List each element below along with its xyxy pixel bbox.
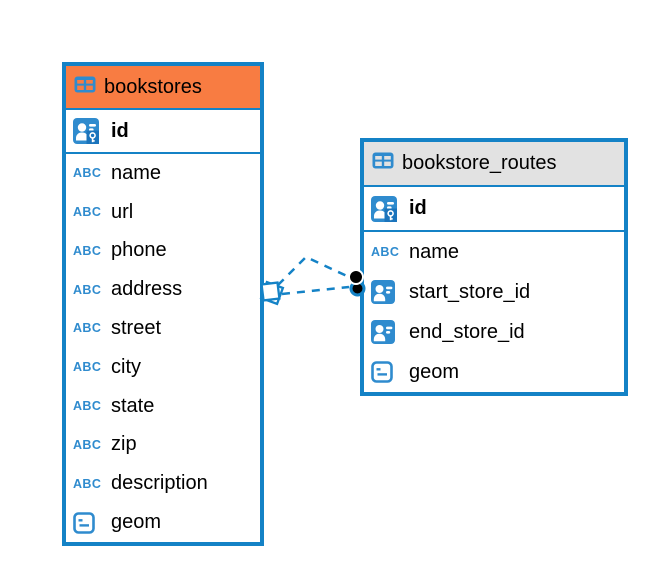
text-type-icon: ABC bbox=[73, 243, 102, 258]
column-label: description bbox=[111, 472, 208, 495]
table-row[interactable]: geom bbox=[364, 352, 624, 392]
table-row[interactable]: ABC street bbox=[66, 309, 260, 348]
reference-column-icon bbox=[371, 280, 401, 304]
text-type-icon: ABC bbox=[73, 166, 102, 181]
column-label: id bbox=[111, 119, 129, 142]
column-label: address bbox=[111, 278, 183, 301]
table-row[interactable]: ABC zip bbox=[66, 425, 260, 465]
table-row[interactable]: geom bbox=[66, 503, 260, 542]
column-label: name bbox=[409, 240, 460, 263]
table-row[interactable]: start_store_id bbox=[364, 272, 624, 312]
geometry-type-icon bbox=[73, 511, 103, 534]
table-row[interactable]: end_store_id bbox=[364, 312, 624, 352]
table-row[interactable]: ABC name bbox=[364, 232, 624, 272]
column-label: geom bbox=[409, 360, 460, 383]
reference-column-icon bbox=[371, 320, 401, 344]
table-row[interactable]: ABC description bbox=[66, 464, 260, 504]
text-type-icon: ABC bbox=[73, 321, 102, 336]
text-type-icon: ABC bbox=[371, 244, 400, 259]
column-label: id bbox=[409, 197, 427, 219]
text-type-icon: ABC bbox=[73, 360, 102, 375]
table-header-bookstores[interactable]: bookstores bbox=[66, 66, 260, 110]
column-label: geom bbox=[111, 511, 162, 534]
text-type-icon: ABC bbox=[73, 204, 102, 219]
text-type-icon: ABC bbox=[73, 282, 102, 297]
primary-key-icon bbox=[371, 195, 401, 222]
table-row[interactable]: ABC address bbox=[66, 270, 260, 310]
column-label: url bbox=[111, 200, 134, 223]
table-row[interactable]: ABC name bbox=[66, 154, 260, 193]
relationship-connector[interactable] bbox=[277, 255, 350, 296]
column-label: end_store_id bbox=[409, 320, 525, 343]
column-label: name bbox=[111, 161, 162, 184]
table-header-bookstore-routes[interactable]: bookstore_routes bbox=[364, 142, 624, 187]
text-type-icon: ABC bbox=[73, 398, 102, 413]
column-label: street bbox=[111, 317, 162, 340]
column-label: zip bbox=[111, 433, 137, 456]
table-title: bookstore_routes bbox=[402, 152, 557, 174]
table-row[interactable]: ABC phone bbox=[66, 231, 260, 271]
primary-key-icon bbox=[73, 118, 103, 144]
table-icon bbox=[372, 152, 394, 175]
column-label: phone bbox=[111, 239, 167, 262]
column-label: start_store_id bbox=[409, 280, 531, 303]
text-type-icon: ABC bbox=[73, 476, 102, 491]
relationship-diamond-marker[interactable] bbox=[259, 280, 285, 306]
text-type-icon: ABC bbox=[73, 437, 102, 452]
table-row[interactable]: id bbox=[66, 110, 260, 154]
table-row[interactable]: id bbox=[364, 187, 624, 232]
geometry-type-icon bbox=[371, 361, 401, 383]
column-label: city bbox=[111, 355, 141, 378]
table-title: bookstores bbox=[104, 75, 202, 98]
table-row[interactable]: ABC city bbox=[66, 347, 260, 387]
table-icon bbox=[74, 76, 96, 99]
table-row[interactable]: ABC url bbox=[66, 192, 260, 232]
table-row[interactable]: ABC state bbox=[66, 386, 260, 426]
column-label: state bbox=[111, 394, 155, 417]
